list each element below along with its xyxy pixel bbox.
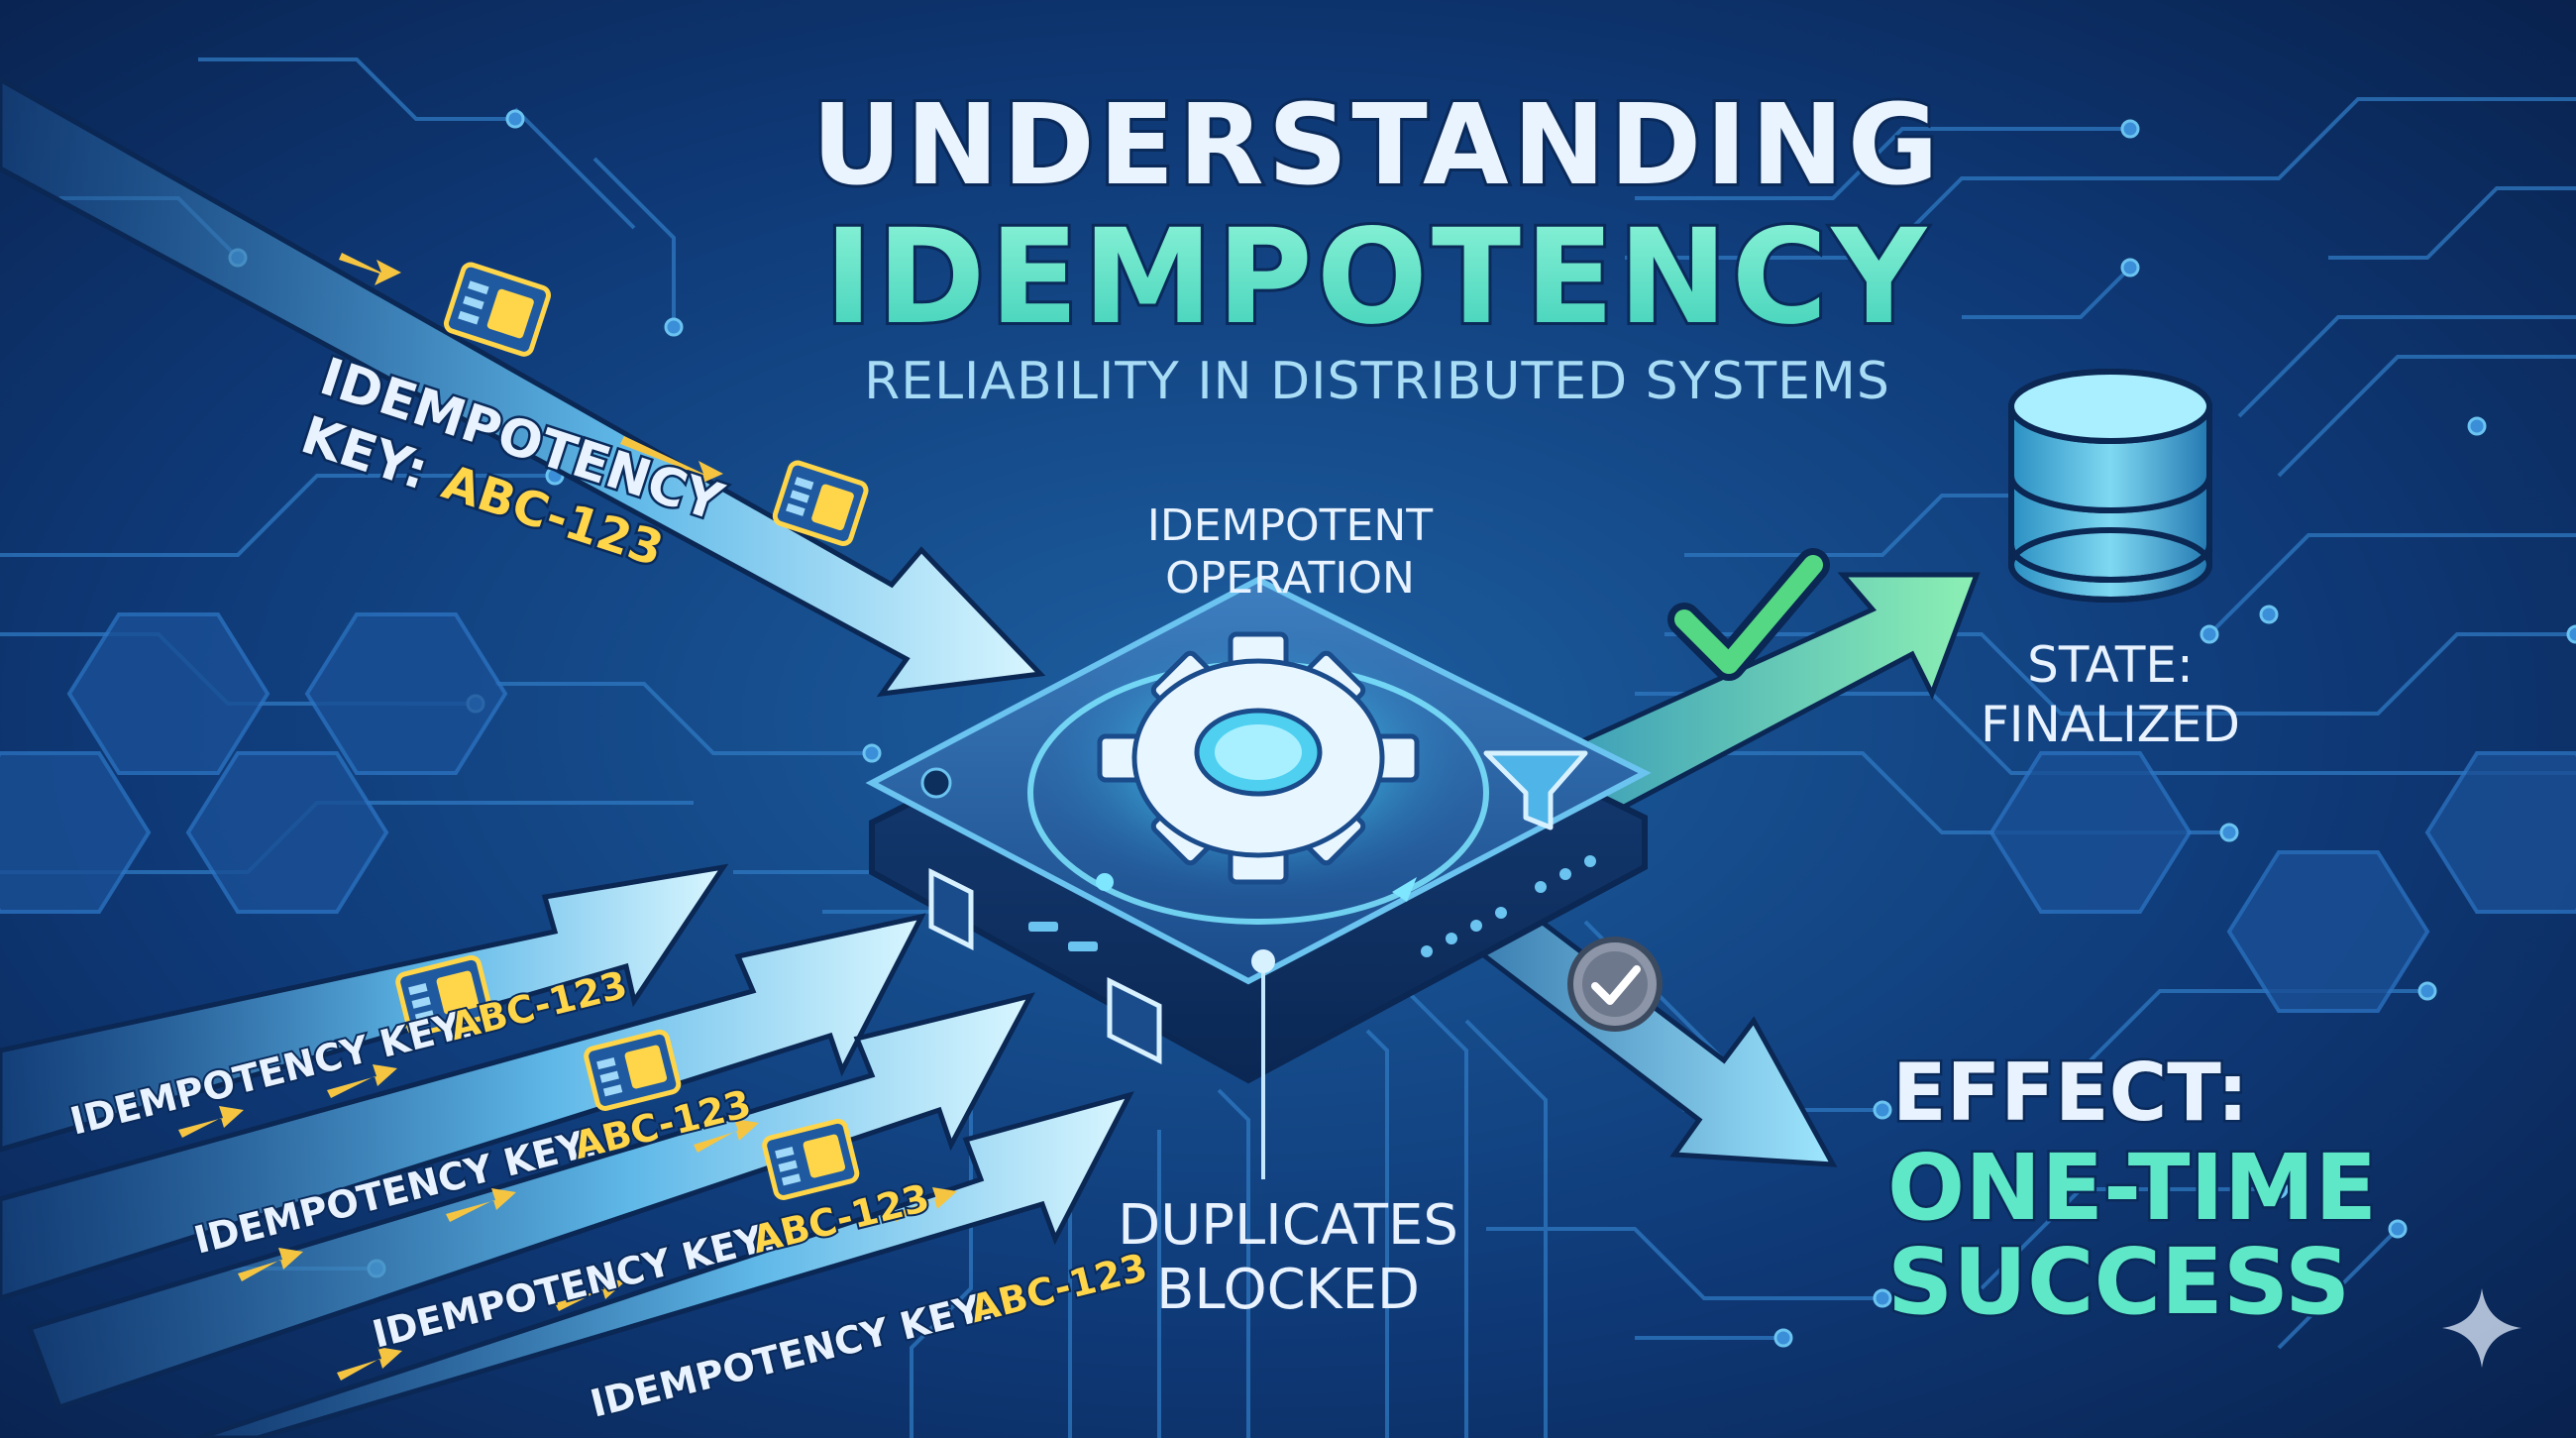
key-packet-top-2: [772, 460, 869, 547]
operation-label: IDEMPOTENT OPERATION: [1147, 500, 1433, 604]
operation-label-line2: OPERATION: [1165, 553, 1415, 604]
key-packet-top-1: [443, 262, 552, 357]
key-packet-lower-3: [762, 1118, 860, 1200]
title-line-understanding: UNDERSTANDING: [811, 81, 1942, 210]
key-packet-lower-1: [395, 954, 493, 1037]
effect-label: EFFECT: ONE-TIME SUCCESS: [1885, 1045, 2380, 1338]
idempotent-operation-device: [865, 576, 1652, 1179]
state-label-line2: FINALIZED: [1981, 696, 2240, 753]
incoming-arrow-2: [0, 913, 926, 1301]
incoming-arrow-3: [26, 992, 1035, 1411]
subtitle: RELIABILITY IN DISTRIBUTED SYSTEMS: [864, 352, 1890, 411]
funnel-icon: [1483, 750, 1588, 830]
hexagon-pattern: [0, 612, 2576, 1013]
sparkle-icon: [2442, 1288, 2522, 1368]
incoming-request-arrows-lower: [0, 863, 1134, 1438]
state-label: STATE: FINALIZED: [1981, 636, 2240, 753]
effect-label-line3: SUCCESS: [1887, 1229, 2350, 1335]
database-icon: [2008, 369, 2212, 603]
operation-label-line1: IDEMPOTENT: [1147, 500, 1433, 551]
effect-label-line2: ONE-TIME: [1887, 1135, 2377, 1241]
checkmark-icon: [1667, 548, 1830, 681]
check-circle-icon: [1567, 937, 1663, 1032]
incoming-arrow-4: [197, 1091, 1134, 1438]
incoming-request-arrow-top: [0, 76, 1046, 698]
key-packet-lower-2: [584, 1029, 682, 1111]
state-label-line1: STATE:: [2027, 636, 2194, 694]
title-block: UNDERSTANDING IDEMPOTENCY RELIABILITY IN…: [808, 78, 1942, 411]
success-output-arrow: [1553, 572, 1981, 836]
duplicates-blocked-line2: BLOCKED: [1156, 1258, 1420, 1322]
duplicates-blocked-label: DUPLICATES BLOCKED: [1118, 1193, 1458, 1322]
incoming-arrow-1: [0, 863, 729, 1153]
title-line-idempotency: IDEMPOTENCY: [824, 201, 1930, 354]
effect-label-line1: EFFECT:: [1892, 1047, 2249, 1139]
duplicates-blocked-line1: DUPLICATES: [1118, 1193, 1458, 1258]
gear-icon: [1097, 631, 1420, 885]
